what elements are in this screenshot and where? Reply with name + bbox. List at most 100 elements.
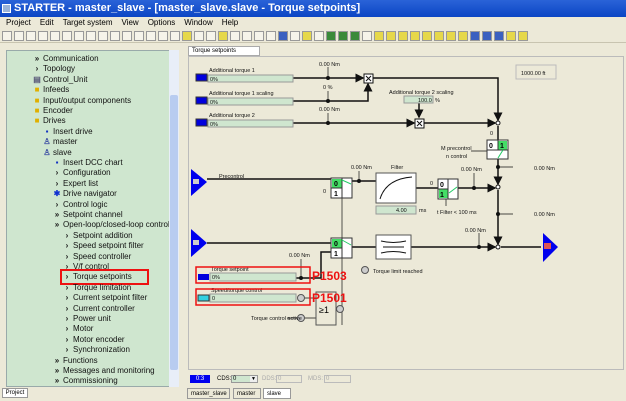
tree-item-commissioning[interactable]: »Commissioning (53, 376, 118, 386)
tree-scrollbar[interactable] (169, 50, 179, 387)
toolbar-button-icon[interactable] (338, 31, 348, 41)
precontrol-input-connector[interactable] (191, 169, 207, 196)
add-torque1-value[interactable]: 0% (210, 77, 218, 83)
tree-item-motor[interactable]: ›Motor (63, 324, 94, 334)
tree-item-topology[interactable]: ›Topology (33, 64, 75, 74)
add-torque2-scaling-field[interactable] (403, 95, 434, 104)
tab-torque-setpoints[interactable]: Torque setpoints (188, 46, 260, 56)
toolbar-button-icon[interactable] (206, 31, 216, 41)
tab-master[interactable]: master (233, 388, 261, 399)
add-torque2-field[interactable] (207, 119, 294, 128)
tree-item-master[interactable]: ♙master (43, 137, 77, 147)
filter-block[interactable] (375, 172, 417, 204)
tree-item-insert-drive[interactable]: ▪Insert drive (43, 127, 93, 137)
input-icon[interactable] (195, 96, 208, 105)
filter-time-value[interactable]: 4.00 (396, 208, 407, 214)
input-icon[interactable] (197, 294, 210, 302)
toolbar-button-icon[interactable] (434, 31, 444, 41)
toolbar-button-icon[interactable] (230, 31, 240, 41)
tree-item-drives[interactable]: ■Drives (33, 116, 66, 126)
toolbar-button-icon[interactable] (254, 31, 264, 41)
cds-select[interactable]: 0▼ (231, 375, 258, 383)
tree-item-control-unit[interactable]: ▤Control_Unit (33, 75, 87, 85)
toolbar-button-icon[interactable] (26, 31, 36, 41)
filter-time-field[interactable] (375, 205, 417, 215)
add-torque2-scaling-value[interactable]: 100.0 (418, 98, 432, 104)
toolbar-button-icon[interactable] (362, 31, 372, 41)
tree-item-speed-controller[interactable]: ›Speed controller (63, 252, 132, 262)
tree-item-torque-setpoints[interactable]: ›Torque setpoints (60, 269, 149, 286)
add-torque1-scaling-value[interactable]: 0% (210, 100, 218, 106)
toolbar-button-icon[interactable] (422, 31, 432, 41)
tree-item-v-f-control[interactable]: ›V/f control (63, 262, 109, 272)
toolbar-button-icon[interactable] (458, 31, 468, 41)
add-torque2-value[interactable]: 0% (210, 122, 218, 128)
tree-item-insert-dcc-chart[interactable]: ▪Insert DCC chart (53, 158, 123, 168)
menu-view[interactable]: View (121, 18, 139, 27)
menu-options[interactable]: Options (147, 18, 176, 27)
toolbar-button-icon[interactable] (386, 31, 396, 41)
tree-item-communication[interactable]: »Communication (33, 54, 99, 64)
menu-target-system[interactable]: Target system (62, 18, 113, 27)
tree-item-infeeds[interactable]: ■Infeeds (33, 85, 70, 95)
toolbar-button-icon[interactable] (158, 31, 168, 41)
toolbar-button-icon[interactable] (50, 31, 60, 41)
limiter-block[interactable] (375, 234, 412, 260)
tree-item-drive-navigator[interactable]: ✱Drive navigator (53, 189, 117, 199)
tree-item-current-setpoint-filter[interactable]: ›Current setpoint filter (63, 293, 148, 303)
toolbar-button-icon[interactable] (62, 31, 72, 41)
toolbar-button-icon[interactable] (2, 31, 12, 41)
tab-project[interactable]: Project (2, 388, 28, 398)
speed-torque-control-field[interactable] (209, 293, 297, 303)
toolbar-button-icon[interactable] (146, 31, 156, 41)
toolbar-button-icon[interactable] (38, 31, 48, 41)
tree-item-control-logic[interactable]: ›Control logic (53, 200, 108, 210)
tree-item-power-unit[interactable]: ›Power unit (63, 314, 111, 324)
toolbar-button-icon[interactable] (326, 31, 336, 41)
tree-item-setpoint-channel[interactable]: »Setpoint channel (53, 210, 123, 220)
toolbar-button-icon[interactable] (110, 31, 120, 41)
tree-item-configuration[interactable]: ›Configuration (53, 168, 111, 178)
torque-setpoint-value[interactable]: 0% (212, 275, 220, 281)
torque-input-connector[interactable] (191, 229, 207, 257)
toolbar-button-icon[interactable] (122, 31, 132, 41)
toolbar-button-icon[interactable] (278, 31, 288, 41)
switch-precontrol[interactable]: 01 (330, 177, 353, 199)
tree-item-current-controller[interactable]: ›Current controller (63, 304, 135, 314)
toolbar-button-icon[interactable] (398, 31, 408, 41)
toolbar-button-icon[interactable] (494, 31, 504, 41)
toolbar-button-icon[interactable] (218, 31, 228, 41)
switch-filter[interactable]: 01 (437, 178, 459, 200)
toolbar-button-icon[interactable] (134, 31, 144, 41)
toolbar-button-icon[interactable] (374, 31, 384, 41)
menu-edit[interactable]: Edit (39, 18, 54, 27)
tree-item-slave[interactable]: ♙slave (43, 148, 71, 158)
toolbar-button-icon[interactable] (182, 31, 192, 41)
menu-window[interactable]: Window (184, 18, 213, 27)
input-icon[interactable] (195, 118, 208, 127)
toolbar-button-icon[interactable] (482, 31, 492, 41)
switch-torque-control[interactable]: 01 (330, 237, 353, 259)
chevron-down-icon[interactable]: ▼ (250, 376, 257, 382)
tree-item-setpoint-addition[interactable]: ›Setpoint addition (63, 231, 133, 241)
toolbar-button-icon[interactable] (350, 31, 360, 41)
toolbar-button-icon[interactable] (98, 31, 108, 41)
toolbar-button-icon[interactable] (302, 31, 312, 41)
menu-project[interactable]: Project (6, 18, 31, 27)
toolbar-button-icon[interactable] (194, 31, 204, 41)
tree-item-motor-encoder[interactable]: ›Motor encoder (63, 335, 125, 345)
toolbar-button-icon[interactable] (242, 31, 252, 41)
toolbar-button-icon[interactable] (74, 31, 84, 41)
tree-item-input-output-components[interactable]: ■Input/output components (33, 96, 131, 106)
toolbar-button-icon[interactable] (290, 31, 300, 41)
toolbar-button-icon[interactable] (266, 31, 276, 41)
menu-help[interactable]: Help (221, 18, 239, 27)
input-icon[interactable] (195, 73, 208, 82)
tree-item-messages-and-monitoring[interactable]: »Messages and monitoring (53, 366, 155, 376)
input-icon[interactable] (198, 274, 209, 280)
toolbar-button-icon[interactable] (446, 31, 456, 41)
toolbar-button-icon[interactable] (314, 31, 324, 41)
tree-item-torque-limitation[interactable]: ›Torque limitation (63, 283, 132, 293)
toolbar-button-icon[interactable] (14, 31, 24, 41)
